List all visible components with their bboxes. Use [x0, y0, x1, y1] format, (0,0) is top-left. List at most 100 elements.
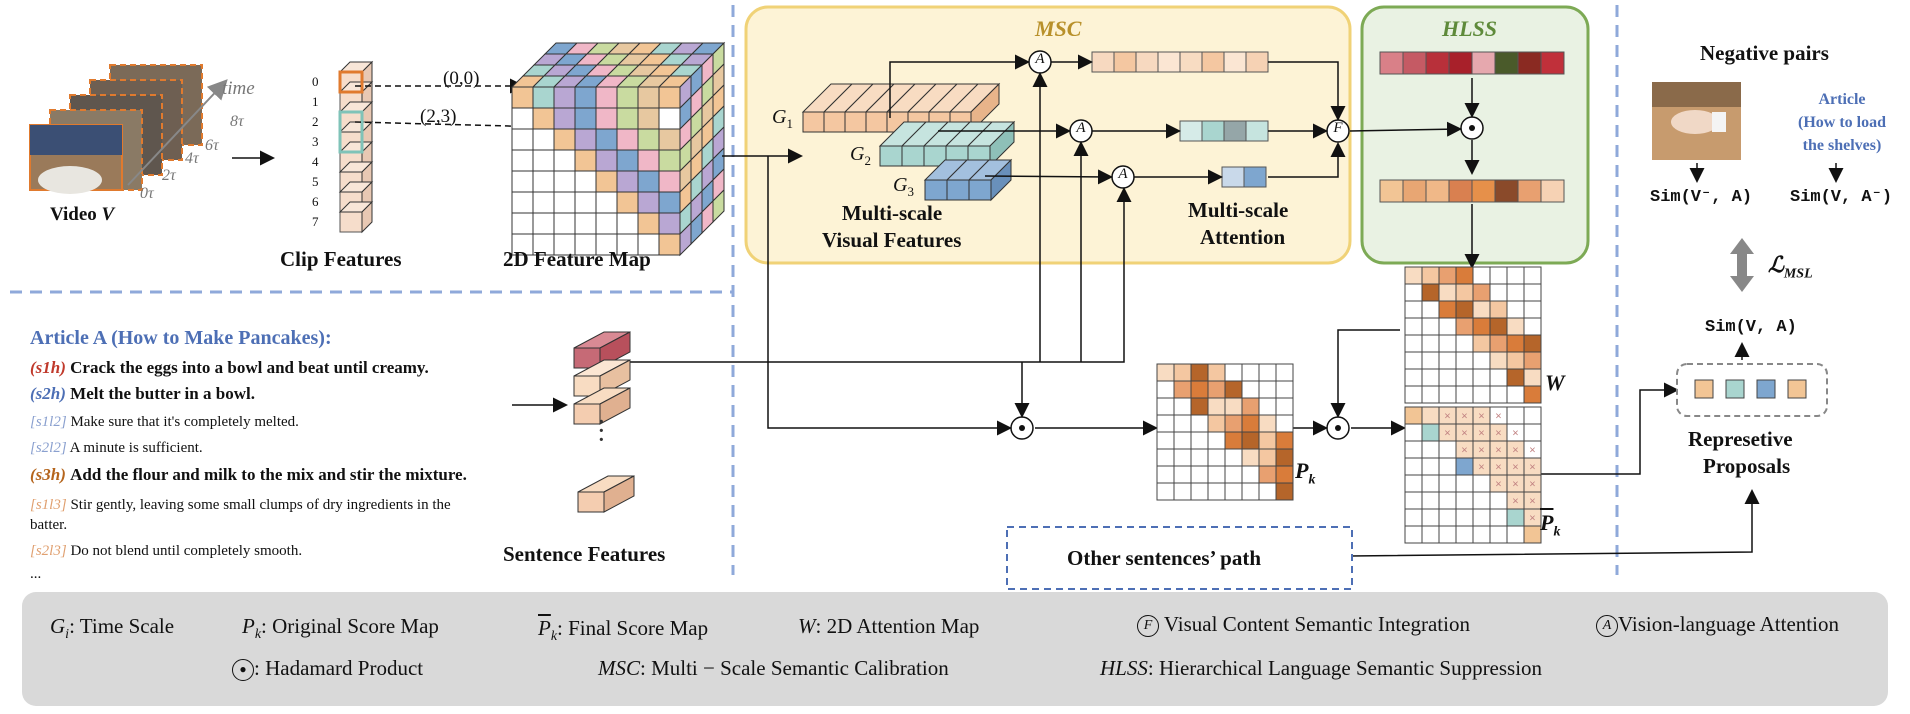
cube-front-cell: [658, 170, 681, 193]
sim-negative-article: Sim(V, A⁻): [1790, 188, 1893, 207]
pkhmap-cross: ×: [1529, 513, 1535, 525]
pkhmap-cell: [1489, 525, 1508, 544]
sentence-text: batter.: [30, 517, 68, 533]
pkmap-cell: [1207, 363, 1226, 382]
pkmap-cell: [1173, 397, 1192, 416]
msc-output-1-cell: [1135, 51, 1159, 73]
cube-front-cell: [616, 107, 639, 130]
cube-front-cell: [511, 107, 534, 130]
wmap-cell: [1455, 266, 1474, 285]
cube-front-cell: [637, 107, 660, 130]
cube-front-cell: [574, 212, 597, 235]
negative-pairs-title: Negative pairs: [1700, 41, 1829, 65]
article-line: batter.: [30, 517, 67, 534]
sentence-feature-h3: [573, 403, 601, 425]
w-label: W: [1545, 370, 1565, 395]
pkhmap-cross: ×: [1512, 445, 1518, 457]
pkmap-cell: [1275, 397, 1294, 416]
cube-front-cell: [595, 128, 618, 151]
wmap-cell: [1472, 300, 1491, 319]
msc-output-3-cell: [1221, 166, 1245, 188]
scale-g1-cell: [844, 111, 867, 133]
proposals-box: [1676, 363, 1828, 417]
sentence-tag: [s2l3]: [30, 543, 67, 559]
clip-index: 2: [312, 114, 319, 129]
hlss-bottom-cell: [1379, 179, 1404, 203]
wmap-cell: [1523, 334, 1542, 353]
pkhmap-cell: [1489, 491, 1508, 510]
cube-front-cell: [574, 191, 597, 214]
pkmap-cell: [1241, 380, 1260, 399]
cube-front-cell: [553, 212, 576, 235]
scale-g3-cell: [968, 179, 992, 201]
pkhmap-cell: [1472, 491, 1491, 510]
pkmap-cell: [1156, 465, 1175, 484]
pkmap-cell: [1224, 465, 1243, 484]
clip-index: 7: [312, 214, 319, 229]
cube-front-cell: [616, 170, 639, 193]
wmap-cell: [1438, 334, 1457, 353]
wmap-cell: [1455, 300, 1474, 319]
wmap-cell: [1404, 368, 1423, 387]
article-line: (s2h) Melt the butter in a bowl.: [30, 384, 255, 404]
pkmap-cell: [1241, 431, 1260, 450]
hlss-top-cell: [1471, 51, 1496, 75]
cube-front-cell: [532, 149, 555, 172]
video-label: Video V: [50, 204, 115, 225]
cube-front-cell: [511, 149, 534, 172]
cube-front-cell: [658, 107, 681, 130]
pkhmap-cell: [1404, 474, 1423, 493]
pkmap-cell: [1241, 448, 1260, 467]
pkmap-cell: [1275, 380, 1294, 399]
wmap-cell: [1438, 351, 1457, 370]
pkmap-cell: [1241, 482, 1260, 501]
article-line: [s1l2] Make sure that it's completely me…: [30, 414, 299, 431]
pkhmap-cell: [1523, 406, 1542, 425]
final-score-map: ××××××××××××××××××××××××: [1404, 406, 1542, 544]
pkmap-cell: [1190, 397, 1209, 416]
pkmap-cell: [1173, 465, 1192, 484]
clip-index: 5: [312, 174, 319, 189]
scale-g1-cell: [802, 111, 825, 133]
wmap-cell: [1438, 385, 1457, 404]
legend-fusion: F Visual Content Semantic Integration: [1137, 612, 1470, 638]
pkmap-cell: [1258, 465, 1277, 484]
msc-title: MSC: [1035, 16, 1082, 41]
pkhmap-cross: ×: [1495, 479, 1501, 491]
hlss-bottom-cell: [1448, 179, 1473, 203]
proposals-label-1: Represetive: [1688, 427, 1793, 451]
msc-output-1-cell: [1245, 51, 1269, 73]
pkmap-cell: [1258, 414, 1277, 433]
time-tick-4: 4τ: [185, 150, 199, 167]
wmap-cell: [1472, 368, 1491, 387]
scale-g1: G1: [772, 106, 793, 131]
negative-article-3: the shelves): [1802, 137, 1882, 154]
pkmap-cell: [1258, 380, 1277, 399]
cube-front-cell: [553, 86, 576, 109]
hlss-top-cell: [1379, 51, 1404, 75]
proposals-label-2: Proposals: [1703, 454, 1791, 478]
scale-g3-cell-side: [990, 158, 1012, 202]
sim-main: Sim(V, A): [1705, 318, 1797, 337]
cube-front-cell: [511, 191, 534, 214]
pkhmap-cross: ×: [1478, 411, 1484, 423]
pkmap-cell: [1241, 363, 1260, 382]
wmap-cell: [1489, 334, 1508, 353]
pkhmap-cross: ×: [1495, 462, 1501, 474]
cube-front-cell: [637, 191, 660, 214]
pkmap-cell: [1258, 363, 1277, 382]
pkhmap-cell: [1455, 525, 1474, 544]
legend-pk-hat: Pk: Final Score Map: [538, 616, 709, 645]
pkmap-cell: [1224, 414, 1243, 433]
pkmap-cell: [1275, 465, 1294, 484]
pkhmap-cell: [1421, 474, 1440, 493]
wmap-cell: [1523, 317, 1542, 336]
cube-front-cell: [595, 149, 618, 172]
wmap-cell: [1438, 283, 1457, 302]
pkmap-cell: [1241, 465, 1260, 484]
hlss-top-cell: [1402, 51, 1427, 75]
cube-front-cell: [637, 149, 660, 172]
attention-op-3: A: [1118, 166, 1128, 182]
